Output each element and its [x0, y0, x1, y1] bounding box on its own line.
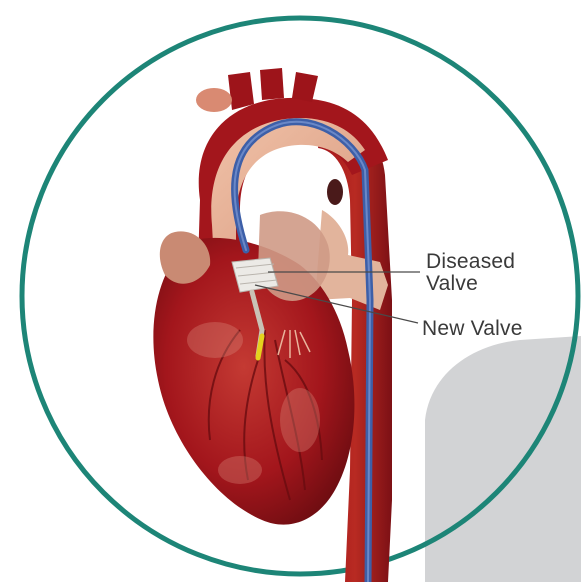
- arch-branch-3: [292, 72, 318, 102]
- arch-vessel-stub: [327, 179, 343, 205]
- diseased-valve-label-line1: Diseased: [426, 251, 515, 273]
- diseased-valve-label: Diseased Valve: [426, 251, 515, 295]
- heart-illustration: [153, 68, 392, 582]
- arch-branch-2: [260, 68, 284, 100]
- pulmonary-vessel-left: [196, 88, 232, 112]
- new-valve-label: New Valve: [422, 318, 523, 340]
- gray-backdrop-shape: [425, 336, 581, 582]
- diseased-valve-label-line2: Valve: [426, 273, 515, 295]
- new-valve-stent: [232, 258, 278, 292]
- arch-branch-1: [228, 72, 254, 110]
